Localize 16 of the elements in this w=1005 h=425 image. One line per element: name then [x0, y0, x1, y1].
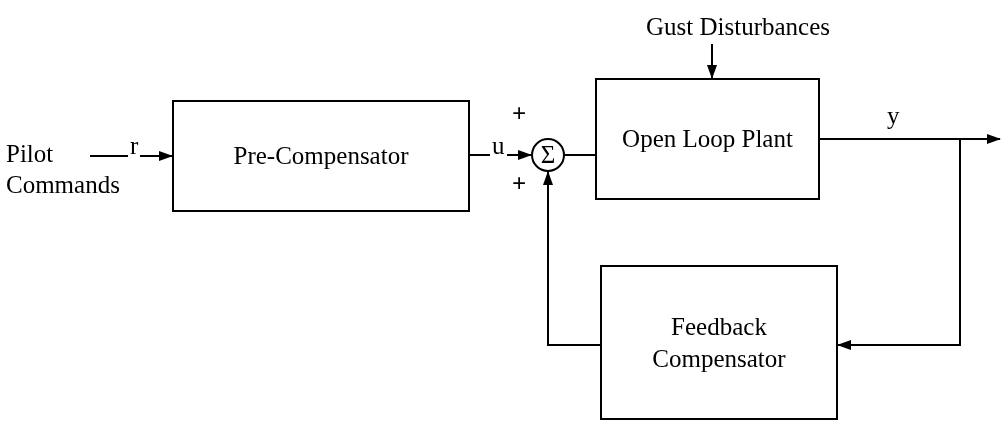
sign-label: + [512, 99, 527, 129]
node-text: Open Loop Plant [622, 124, 793, 155]
sign-label: + [512, 169, 527, 199]
node-text: Feedback Compensator [651, 312, 787, 374]
node-text: Gust Disturbances [646, 12, 830, 43]
process-box [600, 265, 838, 420]
arrow [89, 151, 173, 161]
arrow [543, 171, 601, 346]
arrow [707, 43, 717, 79]
node-text: Σ [540, 140, 556, 171]
process-box [172, 100, 470, 212]
node-text: Pre-Compensator [233, 141, 409, 172]
arrow [819, 138, 961, 350]
summing-junction [531, 138, 565, 172]
process-box [595, 78, 820, 200]
node-text: Pilot Commands [6, 139, 120, 201]
